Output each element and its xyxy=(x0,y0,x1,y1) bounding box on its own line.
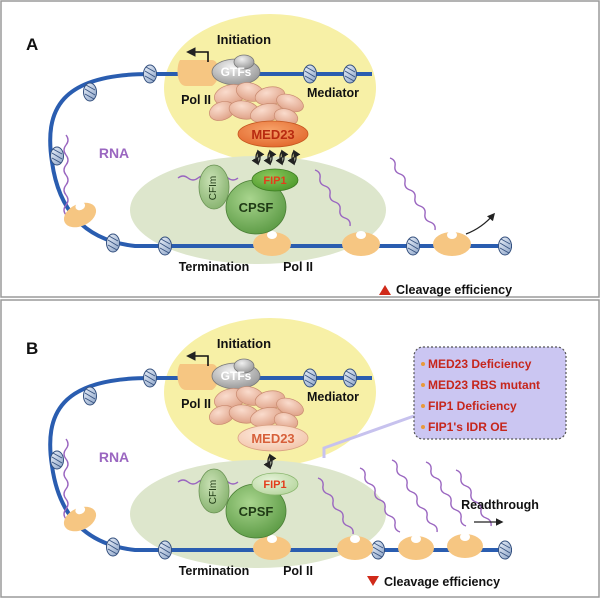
condition-box xyxy=(413,346,567,440)
readthrough-label: Readthrough xyxy=(461,498,539,512)
gtfs-icon xyxy=(233,54,255,70)
pol2-icon xyxy=(63,201,97,228)
rna-label: RNA xyxy=(99,145,129,161)
fip1-label: FIP1 xyxy=(263,479,286,491)
pol2-bottom-label: Pol II xyxy=(283,564,313,578)
exit-arrow-icon xyxy=(465,212,496,235)
med23-label: MED23 xyxy=(251,431,294,446)
pol2-icon xyxy=(433,231,471,256)
condition-item: FIP1's IDR OE xyxy=(428,420,508,434)
cfim-complex xyxy=(198,164,230,210)
nucleosome-icon xyxy=(371,540,385,560)
panel-a-frame xyxy=(0,0,600,298)
nucleosome-icon xyxy=(83,386,97,406)
cleavage-label: Cleavage efficiency xyxy=(396,283,512,297)
med23-label: MED23 xyxy=(251,127,294,142)
rna-strand xyxy=(63,438,69,520)
fip1-subunit xyxy=(251,472,299,496)
tss-arrow-icon xyxy=(186,47,209,62)
fip1-subunit xyxy=(251,168,299,192)
gtfs-icon xyxy=(233,358,255,374)
termination-label: Termination xyxy=(179,260,250,274)
rna-label: RNA xyxy=(99,449,129,465)
nucleosome-icon xyxy=(106,537,120,557)
rna-strand xyxy=(359,467,401,533)
rna-strand xyxy=(425,461,467,527)
nucleosome-icon xyxy=(143,368,157,388)
pol2-icon xyxy=(253,231,291,256)
rna-strand xyxy=(455,469,492,527)
nucleosome-icon xyxy=(498,236,512,256)
pol2-top-label: Pol II xyxy=(181,93,211,107)
pol2-icon xyxy=(342,231,380,256)
pol2-icon xyxy=(447,533,483,558)
rna-strand xyxy=(389,157,436,231)
condition-bullet-icon xyxy=(421,362,425,366)
nucleosome-icon xyxy=(343,64,357,84)
interaction-arrows-icon xyxy=(263,453,277,470)
panel-a: A GTFs xyxy=(26,14,512,297)
pol2-icon xyxy=(177,364,219,390)
condition-bullet-icon xyxy=(421,383,425,387)
pol2-bottom-label: Pol II xyxy=(283,260,313,274)
mediator-complex xyxy=(209,386,304,430)
rna-strand xyxy=(314,169,351,227)
interaction-arrows-icon xyxy=(251,149,301,166)
pol2-icon xyxy=(337,535,373,560)
initiation-label: Initiation xyxy=(217,32,271,47)
gtfs-label: GTFs xyxy=(221,369,252,383)
condition-bullet-icon xyxy=(421,404,425,408)
condition-callout xyxy=(322,414,415,458)
pol2-top-label: Pol II xyxy=(181,397,211,411)
cfim-complex xyxy=(198,468,230,514)
mediator-complex xyxy=(209,82,304,126)
gtfs-label: GTFs xyxy=(221,65,252,79)
pol2-icon xyxy=(253,535,291,560)
pol2-icon xyxy=(177,60,219,86)
med23-subunit xyxy=(237,120,309,148)
nucleosome-icon xyxy=(158,236,172,256)
rna-strand xyxy=(391,459,438,533)
rna-strand xyxy=(317,477,354,535)
nucleosome-icon xyxy=(106,233,120,253)
nucleosome-icon xyxy=(406,236,420,256)
nucleosome-icon xyxy=(83,82,97,102)
pol2-icon xyxy=(63,505,97,532)
condition-list: MED23 Deficiency MED23 RBS mutant FIP1 D… xyxy=(421,357,540,434)
panel-b: B GTFs xyxy=(26,318,567,589)
nucleosome-icon xyxy=(158,540,172,560)
tss-arrow-icon xyxy=(186,351,209,366)
med23-subunit xyxy=(237,424,309,452)
panel-b-letter: B xyxy=(26,339,38,358)
termination-label: Termination xyxy=(179,564,250,578)
nucleosome-icon xyxy=(303,64,317,84)
condition-item: MED23 RBS mutant xyxy=(428,378,540,392)
nucleosome-icon xyxy=(303,368,317,388)
initiation-label: Initiation xyxy=(217,336,271,351)
rna-strand xyxy=(63,134,69,216)
nucleosome-icon xyxy=(343,368,357,388)
nucleosome-icon xyxy=(50,146,64,166)
mediator-label: Mediator xyxy=(307,86,359,100)
fip1-label: FIP1 xyxy=(263,175,286,187)
condition-item: FIP1 Deficiency xyxy=(428,399,517,413)
condition-bullet-icon xyxy=(421,425,425,429)
nucleosome-icon xyxy=(498,540,512,560)
cpsf-label: CPSF xyxy=(239,200,274,215)
panel-a-letter: A xyxy=(26,35,38,54)
cleavage-label: Cleavage efficiency xyxy=(384,575,500,589)
condition-item: MED23 Deficiency xyxy=(428,357,532,371)
cfim-label: CFIm xyxy=(208,176,219,200)
pol2-icon xyxy=(398,535,434,560)
down-arrow-icon xyxy=(367,576,379,586)
cpsf-label: CPSF xyxy=(239,504,274,519)
mediator-label: Mediator xyxy=(307,390,359,404)
cfim-label: CFIm xyxy=(208,480,219,504)
up-arrow-icon xyxy=(379,285,391,295)
nucleosome-icon xyxy=(50,450,64,470)
panel-b-frame xyxy=(0,299,600,598)
nucleosome-icon xyxy=(143,64,157,84)
